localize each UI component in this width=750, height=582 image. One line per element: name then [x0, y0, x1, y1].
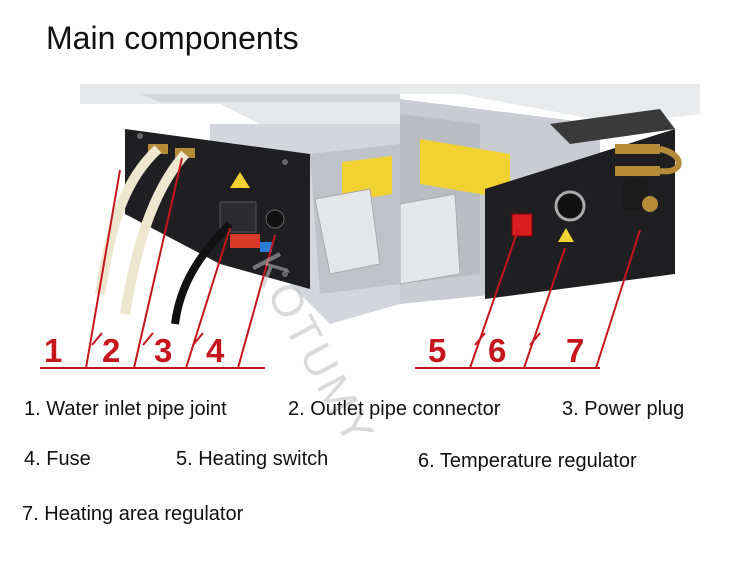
- caption-heating-area-regulator: 7. Heating area regulator: [22, 503, 244, 525]
- caption-outlet-connector: 2. Outlet pipe connector: [288, 398, 501, 420]
- product-photo-right: [400, 84, 700, 364]
- callout-number-5: 5: [428, 332, 447, 369]
- callout-number-1: 1: [44, 332, 63, 369]
- caption-water-inlet: 1. Water inlet pipe joint: [24, 398, 227, 420]
- callout-number-7: 7: [566, 332, 585, 369]
- caption-temperature-regulator: 6. Temperature regulator: [418, 450, 637, 472]
- callout-number-4: 4: [206, 332, 225, 369]
- caption-heating-switch: 5. Heating switch: [176, 448, 329, 470]
- caption-power-plug: 3. Power plug: [562, 398, 685, 420]
- callout-number-2: 2: [102, 332, 121, 369]
- product-photo-left: [80, 84, 400, 364]
- callout-number-3: 3: [154, 332, 173, 369]
- page-title: Main components: [46, 20, 299, 56]
- caption-fuse: 4. Fuse: [24, 448, 91, 470]
- callout-number-6: 6: [488, 332, 507, 369]
